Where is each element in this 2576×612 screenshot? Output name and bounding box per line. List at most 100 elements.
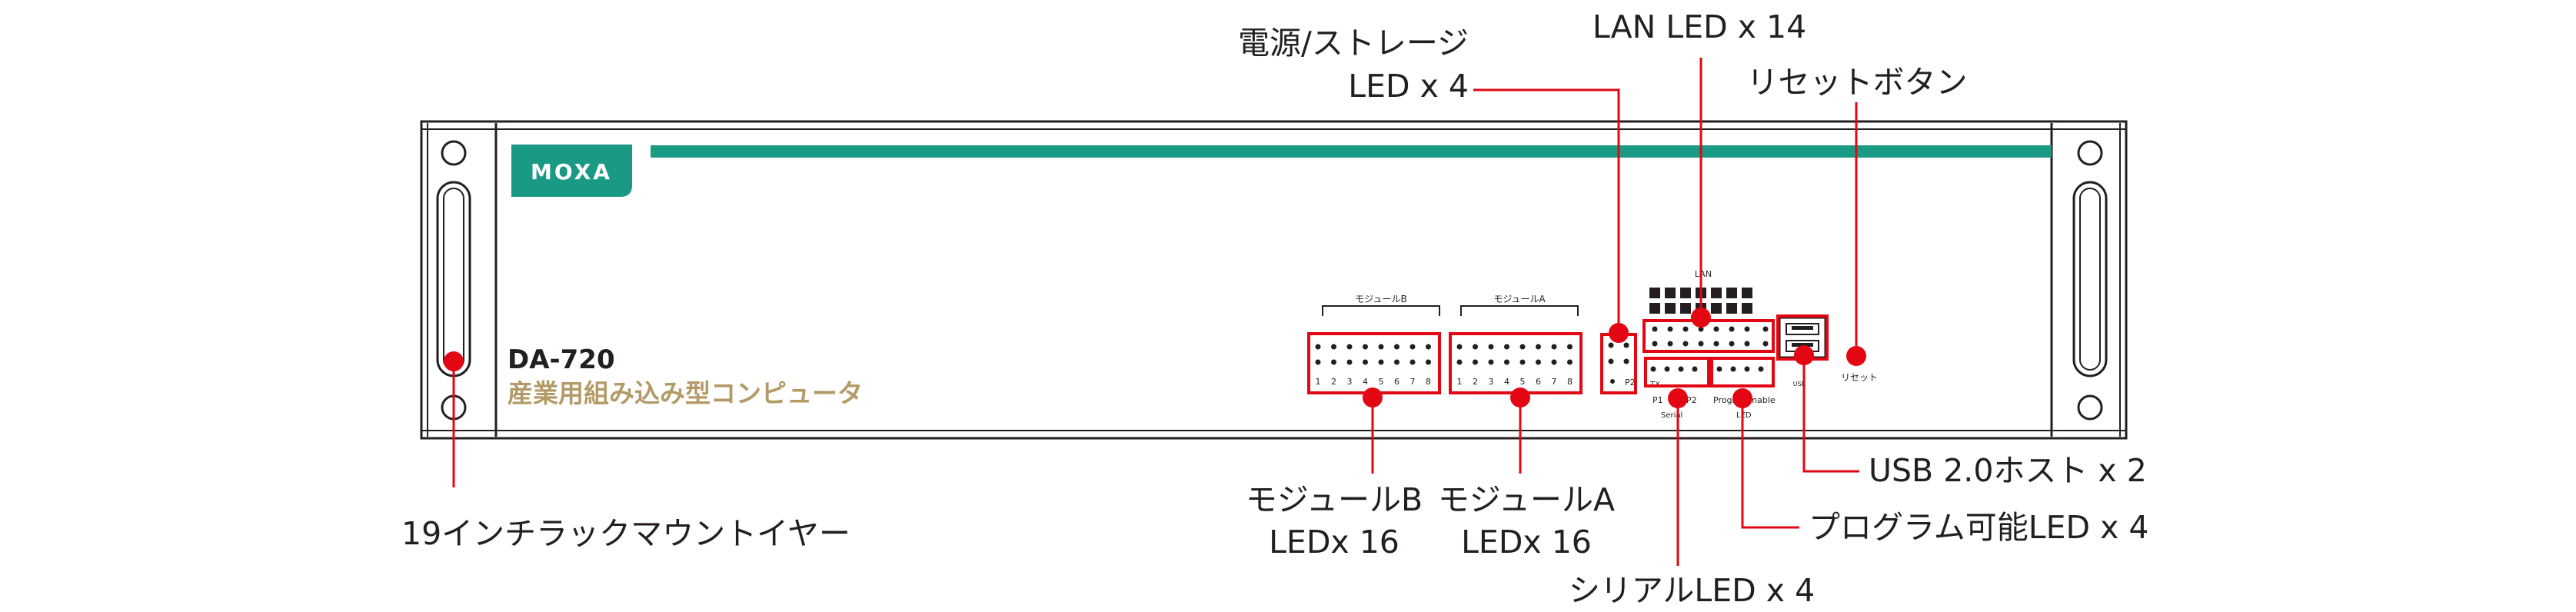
module-b-panel-label: モジュールB bbox=[1355, 294, 1406, 304]
programmable-dot bbox=[1732, 388, 1752, 408]
led-dot bbox=[1488, 344, 1494, 350]
led-dot bbox=[1363, 359, 1368, 365]
serial-led-callout: シリアルLED x 4 bbox=[1568, 572, 1816, 609]
teal-stripe bbox=[651, 145, 2052, 158]
led-dot bbox=[1456, 344, 1463, 350]
led-dot bbox=[1456, 359, 1463, 365]
led-dot bbox=[1551, 344, 1557, 350]
lan-port-icon bbox=[1742, 303, 1752, 314]
reset-button-callout: リセットボタン bbox=[1746, 64, 1968, 101]
led-dot bbox=[1682, 326, 1689, 332]
led-dot bbox=[1473, 359, 1478, 365]
lan-led-grid bbox=[1649, 288, 1769, 347]
rack-ear-dot bbox=[444, 351, 464, 371]
reset-dot bbox=[1846, 346, 1866, 366]
serial-dot bbox=[1668, 388, 1688, 408]
model-subtitle: 産業用組み込み型コンピュータ bbox=[508, 378, 863, 408]
module-b-callout-line2: LEDx 16 bbox=[1269, 524, 1399, 560]
lan-panel-label: LAN bbox=[1695, 269, 1712, 279]
led-number-label: 3 bbox=[1347, 377, 1353, 387]
led-dot bbox=[1729, 326, 1735, 332]
led-dot bbox=[1567, 344, 1573, 350]
led-dot bbox=[1758, 366, 1764, 372]
lan-port-icon bbox=[1742, 288, 1752, 298]
model-name: DA-720 bbox=[508, 344, 615, 375]
led-dot bbox=[1698, 341, 1704, 347]
led-number-label: 1 bbox=[1316, 377, 1321, 387]
led-dot bbox=[1744, 341, 1750, 347]
led-dot bbox=[1692, 366, 1698, 372]
power-storage-callout-line1: 電源/ストレージ bbox=[1238, 25, 1469, 62]
led-dot bbox=[1536, 344, 1541, 350]
led-number-label: 4 bbox=[1504, 377, 1509, 387]
usb-panel-label: USB bbox=[1793, 381, 1806, 387]
led-number-label: 8 bbox=[1426, 377, 1431, 387]
led-dot bbox=[1744, 326, 1750, 332]
led-dot bbox=[1363, 344, 1368, 350]
led-dot bbox=[1762, 326, 1769, 332]
led-dot bbox=[1536, 359, 1541, 365]
led-dot bbox=[1378, 344, 1384, 350]
usb-dot bbox=[1794, 345, 1814, 365]
serial-highlight bbox=[1644, 357, 1710, 387]
led-dot bbox=[1678, 366, 1684, 372]
power-storage-leader bbox=[1473, 88, 1620, 333]
led-dot bbox=[1664, 366, 1670, 372]
led-dot bbox=[1426, 344, 1431, 350]
led-dot bbox=[1623, 358, 1629, 364]
led-dot bbox=[1652, 326, 1658, 332]
led-dot bbox=[1519, 344, 1526, 350]
programmable-led-grid bbox=[1716, 366, 1764, 372]
led-dot bbox=[1473, 344, 1478, 350]
p2-panel-label: P2 bbox=[1625, 378, 1636, 387]
led-dot bbox=[1488, 359, 1494, 365]
module-b-callout-line1: モジュールB bbox=[1245, 481, 1423, 518]
led-number-label: 6 bbox=[1394, 377, 1399, 387]
led-dot bbox=[1608, 342, 1614, 348]
led-dot bbox=[1315, 344, 1321, 350]
chassis-outline bbox=[420, 120, 2128, 440]
lan-port-icon bbox=[1726, 303, 1737, 314]
ear-handle-slot-right bbox=[2072, 181, 2108, 378]
lan-port-icon bbox=[1665, 288, 1676, 298]
led-number-label: 8 bbox=[1567, 377, 1573, 387]
power-storage-led-grid bbox=[1608, 342, 1629, 384]
module-a-callout-line2: LEDx 16 bbox=[1461, 524, 1592, 560]
led-dot bbox=[1650, 366, 1656, 372]
led-dot bbox=[1610, 379, 1615, 384]
led-dot bbox=[1504, 344, 1509, 350]
led-dot bbox=[1608, 358, 1614, 364]
lan-port-icon bbox=[1726, 288, 1737, 298]
programmable-led-callout: プログラム可能LED x 4 bbox=[1809, 509, 2149, 546]
led-dot bbox=[1409, 359, 1416, 365]
led-panel-label: LED bbox=[1736, 411, 1752, 420]
led-dot bbox=[1713, 326, 1719, 332]
module-a-panel-label: モジュールA bbox=[1493, 294, 1546, 304]
led-dot bbox=[1409, 344, 1416, 350]
module-a-callout-line1: モジュールA bbox=[1437, 481, 1616, 518]
moxa-logo bbox=[511, 145, 632, 197]
lan-dot bbox=[1691, 308, 1711, 328]
lan-port-icon bbox=[1711, 303, 1722, 314]
ear-hole-top bbox=[441, 140, 467, 166]
led-dot bbox=[1504, 359, 1509, 365]
power-storage-callout-line2: LED x 4 bbox=[1348, 68, 1469, 105]
led-number-label: 6 bbox=[1536, 377, 1541, 387]
led-number-label: 4 bbox=[1363, 377, 1368, 387]
led-dot bbox=[1426, 359, 1431, 365]
programmable-highlight bbox=[1710, 357, 1775, 387]
led-dot bbox=[1682, 341, 1689, 347]
lan-port-icon bbox=[1649, 288, 1660, 298]
led-dot bbox=[1567, 359, 1573, 365]
led-dot bbox=[1551, 359, 1557, 365]
led-dot bbox=[1716, 366, 1722, 372]
serial-p1-label: P1 bbox=[1652, 395, 1663, 405]
ear-hole-bottom-right bbox=[2077, 394, 2103, 421]
lan-port-icon bbox=[1711, 288, 1722, 298]
led-dot bbox=[1331, 344, 1336, 350]
led-number-label: 7 bbox=[1410, 377, 1416, 387]
led-dot bbox=[1315, 359, 1321, 365]
led-dot bbox=[1346, 344, 1353, 350]
